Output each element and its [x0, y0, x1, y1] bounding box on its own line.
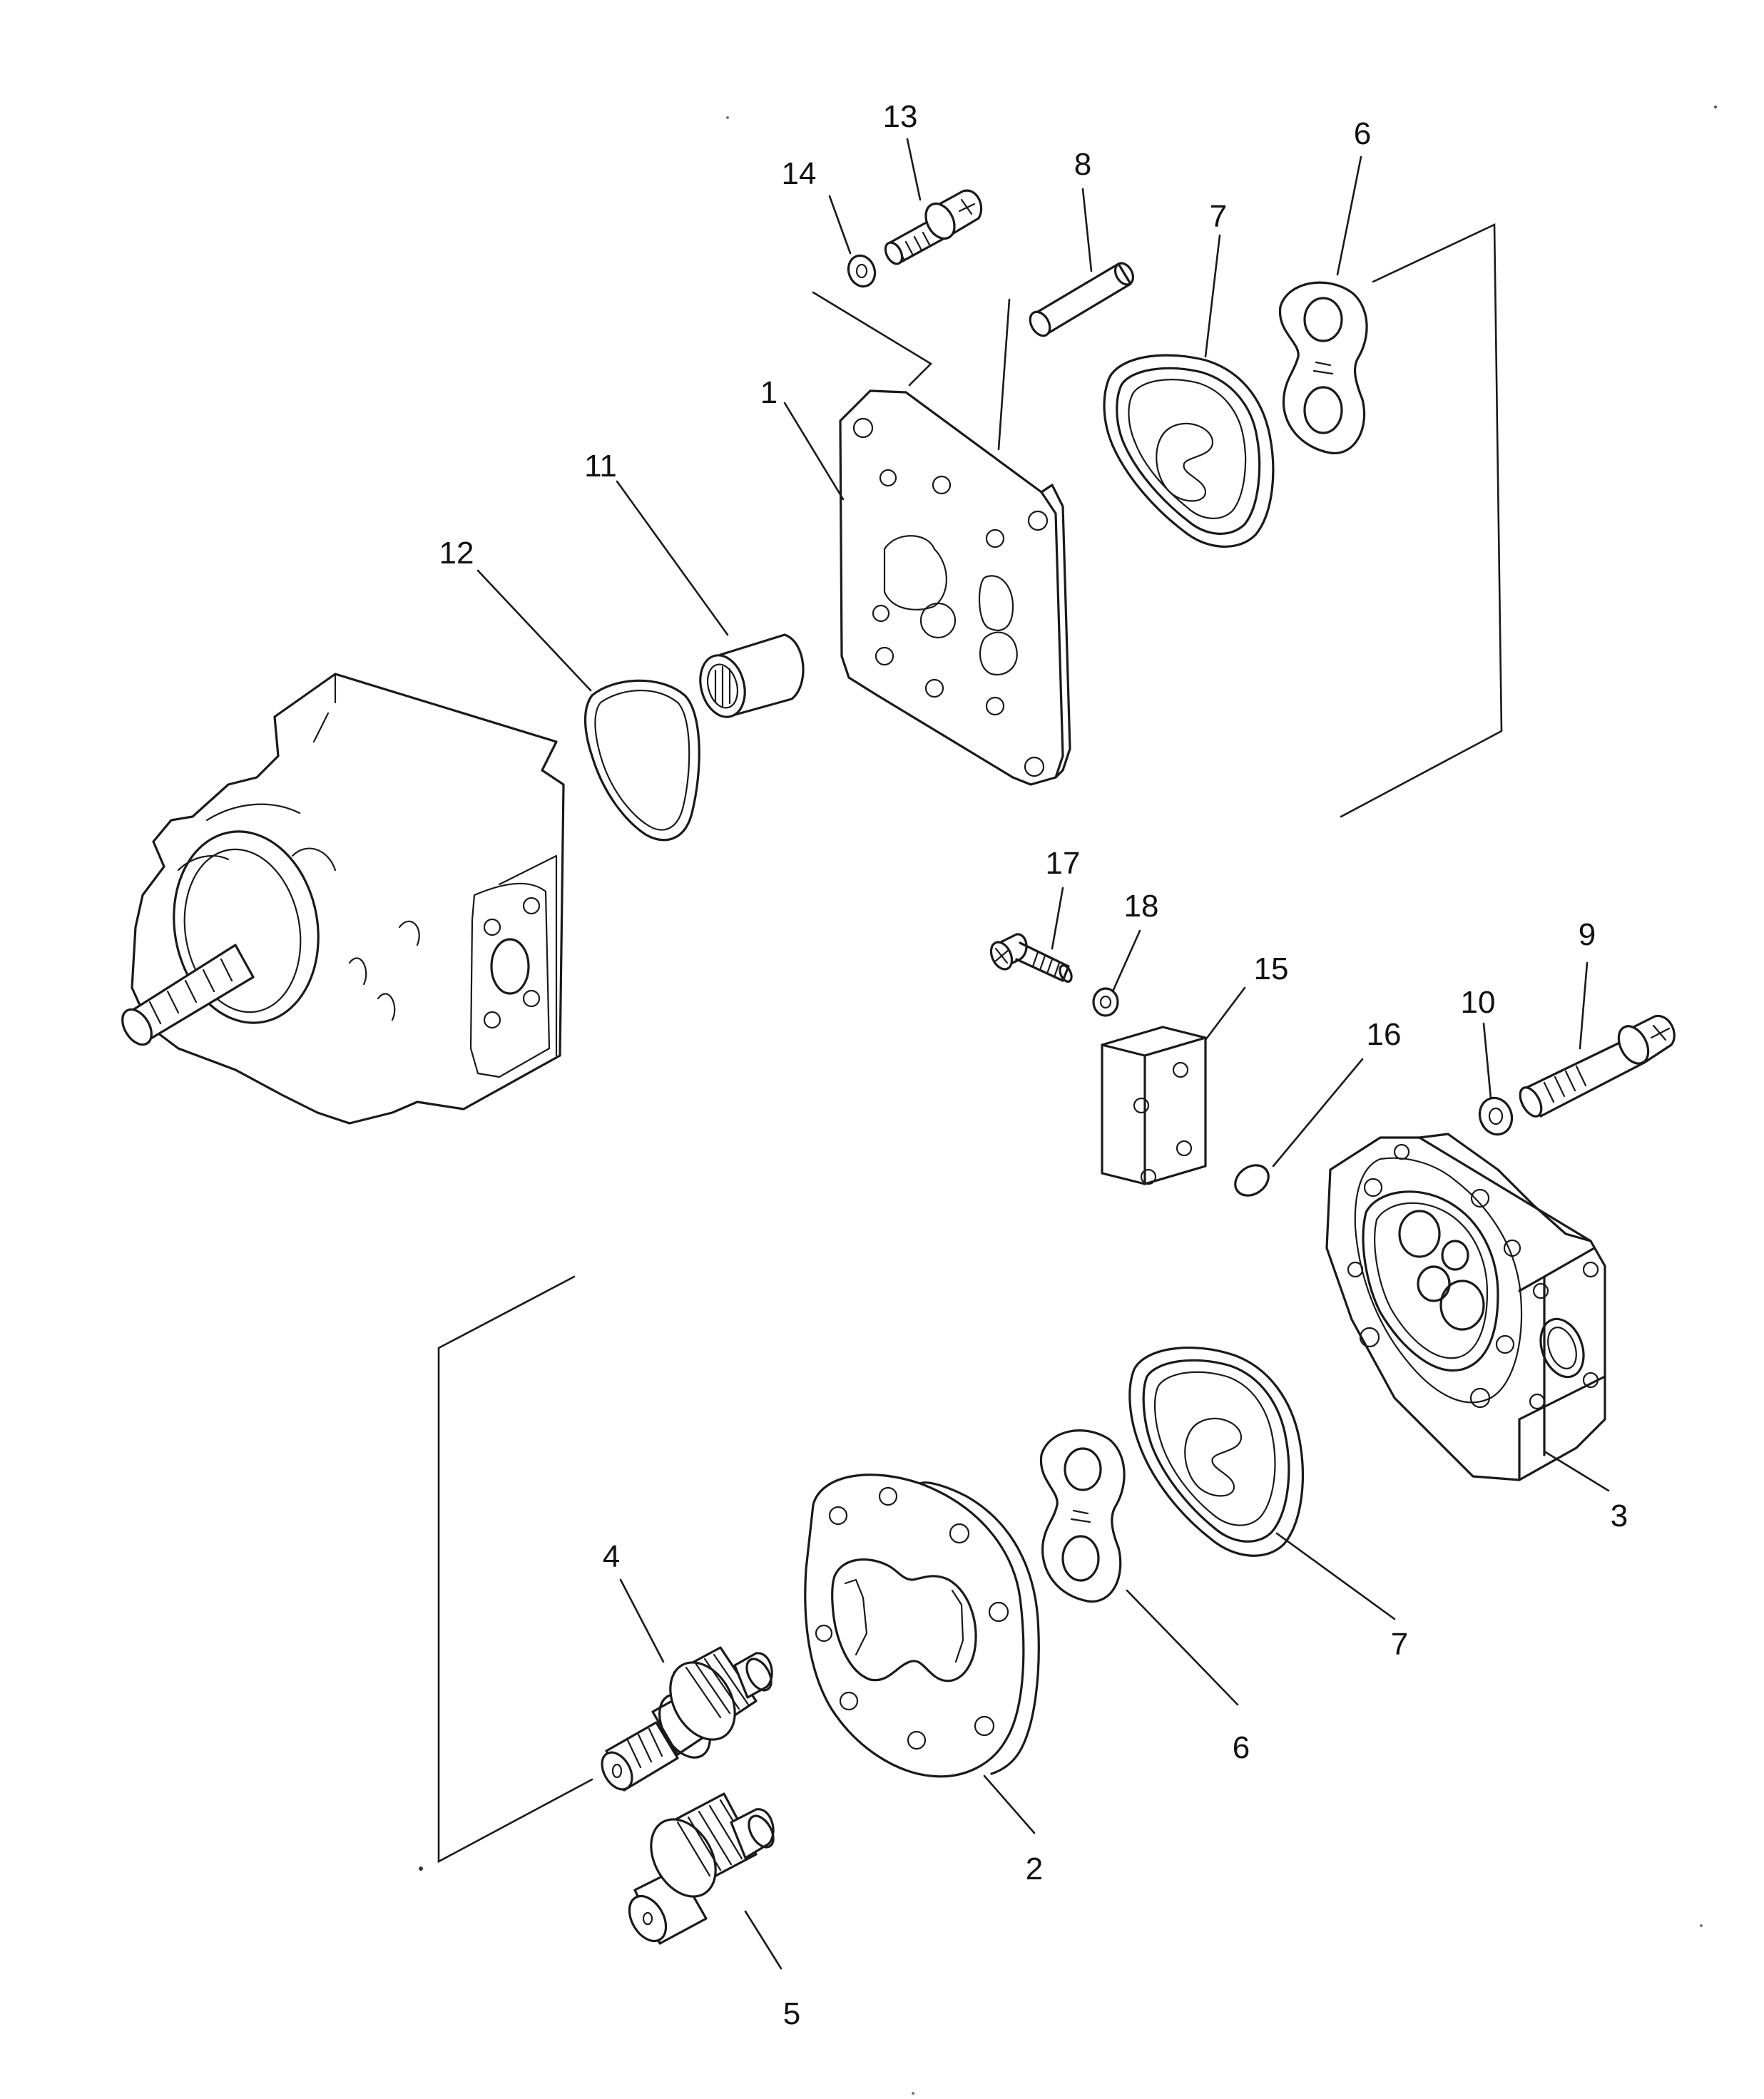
- part-18-washer: [1092, 987, 1119, 1017]
- leader-lines: [476, 138, 1610, 1970]
- part-labels: 13 14 8 7 6 1 11 12 17 18 15 16 10 9 3 7…: [439, 99, 1628, 2031]
- part-16-oring: [1234, 1164, 1270, 1197]
- part-7-seal-upper: [1103, 354, 1275, 548]
- part-6-plate-upper: [1278, 281, 1368, 454]
- label-7-upper: 7: [1210, 199, 1227, 234]
- label-12: 12: [439, 536, 474, 571]
- part-9-bolt: [1519, 1014, 1676, 1118]
- label-14: 14: [782, 156, 817, 191]
- part-12-gasket: [584, 679, 700, 842]
- label-9: 9: [1579, 917, 1596, 952]
- part-11-bushing: [699, 633, 805, 718]
- part-14-washer: [847, 254, 877, 288]
- label-1: 1: [760, 375, 778, 410]
- label-3: 3: [1611, 1498, 1628, 1533]
- part-2-gear-housing: [804, 1474, 1040, 1778]
- part-8-pin: [1029, 262, 1135, 337]
- assembly-lines: [437, 223, 1503, 1864]
- part-15-block: [1101, 1026, 1207, 1185]
- label-2: 2: [1026, 1852, 1043, 1886]
- label-11: 11: [584, 449, 617, 484]
- label-10: 10: [1461, 985, 1496, 1020]
- pump-body: [121, 673, 565, 1125]
- part-7-seal-lower: [1128, 1347, 1304, 1557]
- part-4-drive-gear: [601, 1646, 773, 1792]
- label-17: 17: [1046, 846, 1081, 881]
- part-13-bolt: [884, 189, 983, 265]
- part-3-end-cover: [1325, 1133, 1606, 1481]
- part-1-cover-plate: [839, 389, 1071, 786]
- part-5-driven-gear: [628, 1792, 775, 1945]
- part-10-washer: [1478, 1096, 1514, 1136]
- label-16: 16: [1367, 1017, 1402, 1052]
- label-7-lower: 7: [1391, 1627, 1408, 1662]
- scan-specks: [419, 106, 1717, 2095]
- part-17-bolt: [989, 933, 1073, 983]
- label-8: 8: [1074, 147, 1091, 182]
- label-6-lower: 6: [1233, 1730, 1250, 1765]
- part-6-plate-lower: [1039, 1429, 1126, 1603]
- label-15: 15: [1254, 951, 1289, 986]
- label-6-upper: 6: [1354, 116, 1371, 151]
- label-5: 5: [783, 1996, 800, 2031]
- label-4: 4: [603, 1539, 620, 1574]
- label-13: 13: [883, 99, 918, 134]
- label-18: 18: [1124, 889, 1159, 924]
